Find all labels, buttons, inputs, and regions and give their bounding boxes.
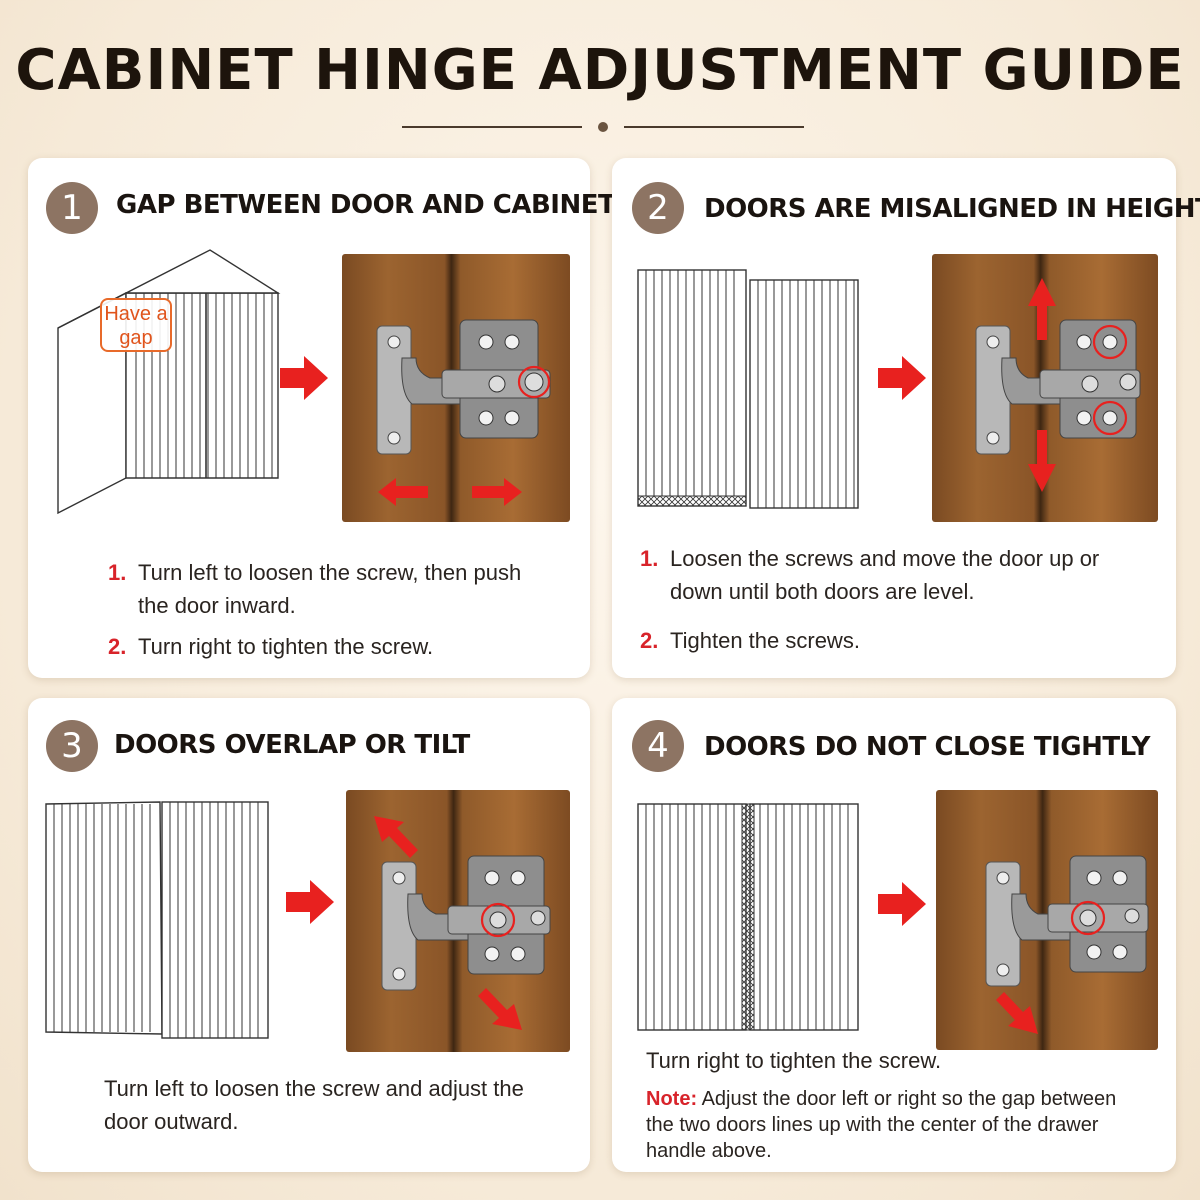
section-card-overlap: 3 DOORS OVERLAP OR TILT Turn left to lo <box>28 698 590 1172</box>
instruction-text: Turn right to tighten the screw. <box>646 1048 942 1073</box>
arrow-right-icon <box>878 356 926 400</box>
step-item: 1. Loosen the screws and move the door u… <box>640 546 1100 604</box>
arrow-right-icon <box>280 356 328 400</box>
tilted-doors-drawing <box>45 801 269 1039</box>
note-label: Note: <box>646 1088 698 1110</box>
note-body: Adjust the door left or right so the gap… <box>646 1088 1117 1162</box>
gap-callout: Have a gap <box>100 298 172 352</box>
step-number-badge: 3 <box>46 720 98 772</box>
note-text: Note: Adjust the door left or right so t… <box>646 1086 1146 1164</box>
title-divider <box>400 120 810 134</box>
section-heading: GAP BETWEEN DOOR AND CABINET <box>116 190 616 220</box>
step-number-badge: 2 <box>632 182 684 234</box>
misaligned-doors-drawing <box>637 269 859 509</box>
step-item: 2. Turn right to tighten the screw. <box>108 634 434 659</box>
closed-doors-drawing <box>637 803 859 1031</box>
section-heading: DOORS DO NOT CLOSE TIGHTLY <box>704 732 1150 762</box>
cabinet-drawing <box>57 249 281 515</box>
hinge-photo <box>342 254 570 522</box>
step-number-badge: 4 <box>632 720 684 772</box>
step-number-badge: 1 <box>46 182 98 234</box>
arrow-right-icon <box>878 882 926 926</box>
arrow-right-icon <box>286 880 334 924</box>
hinge-photo <box>932 254 1158 522</box>
page-title: CABINET HINGE ADJUSTMENT GUIDE <box>15 38 1185 103</box>
section-heading: DOORS ARE MISALIGNED IN HEIGHT <box>704 194 1200 224</box>
hinge-photo <box>346 790 570 1052</box>
section-card-height: 2 DOORS ARE MISALIGNED IN HEIGHT <box>612 158 1200 678</box>
section-card-gap: 1 GAP BETWEEN DOOR AND CABINET Have a ga… <box>28 158 616 678</box>
step-item: 1. Turn left to loosen the screw, then p… <box>108 560 522 618</box>
hinge-photo <box>936 790 1158 1050</box>
section-card-close: 4 DOORS DO NOT CLOSE TIGHTLY <box>612 698 1176 1172</box>
step-item: 2. Tighten the screws. <box>640 628 860 653</box>
section-heading: DOORS OVERLAP OR TILT <box>114 730 470 760</box>
instruction-text: Turn left to loosen the screw and adjust… <box>104 1076 524 1134</box>
